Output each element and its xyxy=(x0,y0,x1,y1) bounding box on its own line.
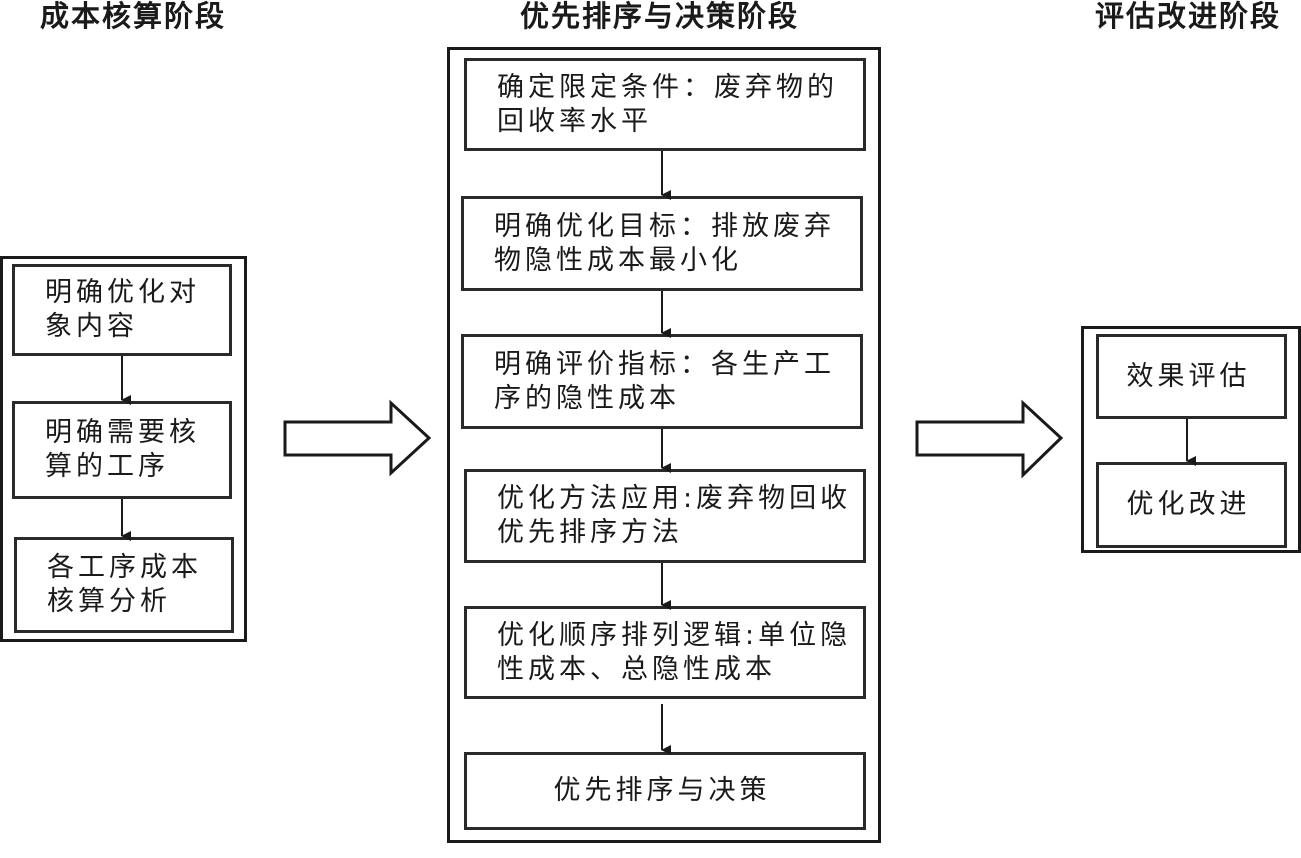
step-label: 明确优化目标：排放废弃物隐性成本最小化 xyxy=(494,210,835,276)
step-label: 明确评价指标：各生产工序的隐性成本 xyxy=(494,348,835,414)
step-box: 优化顺序排列逻辑:单位隐性成本、总隐性成本 xyxy=(464,606,866,699)
step-box: 明确评价指标：各生产工序的隐性成本 xyxy=(461,334,863,429)
step-label: 优先排序与决策 xyxy=(553,775,771,806)
step-box: 效果评估 xyxy=(1096,334,1287,419)
step-label: 效果评估 xyxy=(1126,360,1251,392)
step-box: 明确优化目标：排放废弃物隐性成本最小化 xyxy=(461,196,863,291)
step-box: 明确需要核算的工序 xyxy=(12,401,232,499)
stage-container-prioritization xyxy=(447,47,881,843)
step-label: 优化顺序排列逻辑:单位隐性成本、总隐性成本 xyxy=(497,619,852,685)
stage-title-prioritization: 优先排序与决策阶段 xyxy=(520,0,800,33)
step-box: 优化方法应用:废弃物回收优先排序方法 xyxy=(464,469,866,563)
stage-title-cost-accounting: 成本核算阶段 xyxy=(40,0,227,33)
step-box: 确定限定条件：废弃物的回收率水平 xyxy=(464,58,866,151)
step-box: 各工序成本核算分析 xyxy=(14,537,234,633)
step-box: 明确优化对象内容 xyxy=(12,264,232,356)
step-label: 各工序成本核算分析 xyxy=(47,552,202,617)
step-label: 优化方法应用:废弃物回收优先排序方法 xyxy=(497,483,852,548)
step-box: 优化改进 xyxy=(1096,462,1287,548)
step-label: 明确优化对象内容 xyxy=(45,277,200,342)
step-box: 优先排序与决策 xyxy=(464,752,866,830)
step-label: 优化改进 xyxy=(1126,489,1251,520)
step-label: 确定限定条件：废弃物的回收率水平 xyxy=(497,71,838,137)
stage-transition-arrow-icon xyxy=(915,399,1064,479)
stage-transition-arrow-icon xyxy=(283,399,432,477)
stage-title-evaluation: 评估改进阶段 xyxy=(1095,0,1282,33)
step-label: 明确需要核算的工序 xyxy=(45,417,200,482)
